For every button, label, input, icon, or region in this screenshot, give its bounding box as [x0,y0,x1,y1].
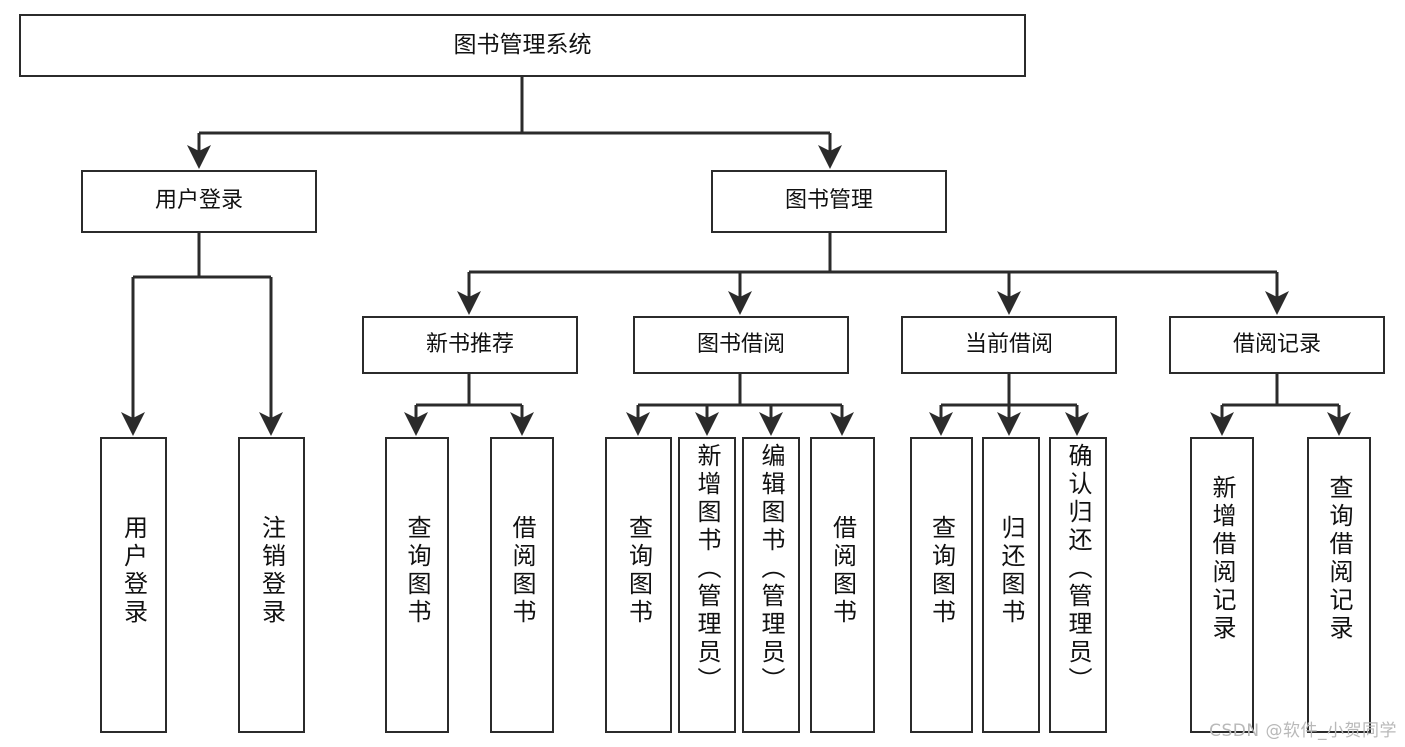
node-leaf-query-book-3[interactable]: 查询图书 [910,437,973,733]
node-book-manage[interactable]: 图书管理 [711,170,947,233]
node-new-book-recommend[interactable]: 新书推荐 [362,316,578,374]
node-leaf-borrow-book-1[interactable]: 借阅图书 [490,437,554,733]
node-leaf-add-book[interactable]: 新增图书（管理员） [678,437,736,733]
node-book-borrow[interactable]: 图书借阅 [633,316,849,374]
node-leaf-logout[interactable]: 注销登录 [238,437,305,733]
node-leaf-query-book-3-label: 查询图书 [927,515,956,627]
node-leaf-confirm-return[interactable]: 确认归还（管理员） [1049,437,1107,733]
node-leaf-query-book-2-label: 查询图书 [624,515,653,627]
node-leaf-borrow-book-2[interactable]: 借阅图书 [810,437,875,733]
node-leaf-user-login-label: 用户登录 [119,515,148,627]
node-leaf-edit-book-label: 编辑图书（管理员） [757,443,785,695]
node-leaf-query-book-1-label: 查询图书 [403,515,431,627]
node-current-borrow[interactable]: 当前借阅 [901,316,1117,374]
node-leaf-edit-book[interactable]: 编辑图书（管理员） [742,437,800,733]
node-leaf-borrow-book-2-label: 借阅图书 [828,515,857,627]
node-leaf-query-book-2[interactable]: 查询图书 [605,437,672,733]
node-leaf-logout-label: 注销登录 [257,515,286,627]
csdn-watermark: CSDN @软件_小贺同学 [1209,721,1397,741]
node-leaf-borrow-book-1-label: 借阅图书 [508,515,536,627]
node-leaf-add-record-label: 新增借阅记录 [1208,475,1236,643]
node-borrow-record[interactable]: 借阅记录 [1169,316,1385,374]
node-leaf-query-record[interactable]: 查询借阅记录 [1307,437,1371,733]
node-leaf-user-login[interactable]: 用户登录 [100,437,167,733]
node-leaf-query-record-label: 查询借阅记录 [1325,475,1353,643]
node-leaf-query-book-1[interactable]: 查询图书 [385,437,449,733]
node-leaf-confirm-return-label: 确认归还（管理员） [1064,443,1092,695]
node-user-login[interactable]: 用户登录 [81,170,317,233]
node-leaf-add-book-label: 新增图书（管理员） [693,443,721,695]
node-leaf-return-book-label: 归还图书 [997,515,1025,627]
node-root-system[interactable]: 图书管理系统 [19,14,1026,77]
node-leaf-add-record[interactable]: 新增借阅记录 [1190,437,1254,733]
node-leaf-return-book[interactable]: 归还图书 [982,437,1040,733]
